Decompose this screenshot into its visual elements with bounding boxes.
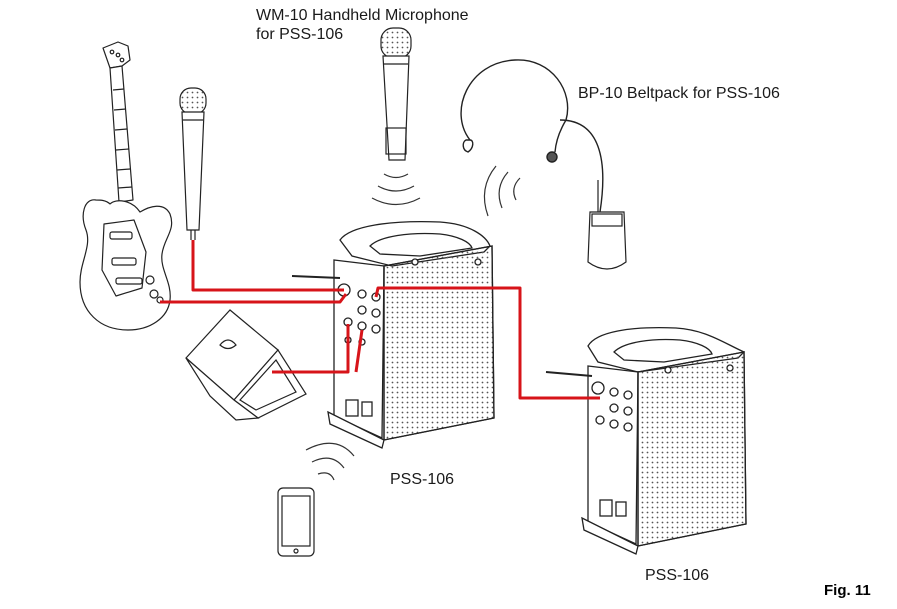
headset-microphone-icon — [460, 59, 604, 213]
speaker-icon — [545, 326, 747, 555]
speaker-main-label: PSS-106 — [390, 471, 455, 488]
audio-cables — [160, 240, 600, 400]
cable-laptop-to-speaker — [272, 324, 350, 374]
beltpack-transmitter-icon — [587, 180, 627, 270]
bp10-label: BP-10 Beltpack for PSS-106 — [578, 85, 780, 102]
speaker-second-label: PSS-106 — [645, 567, 710, 584]
cable-guitar-to-speaker — [160, 293, 348, 304]
wireless-signal-icon — [483, 165, 521, 217]
laptop-icon — [185, 309, 307, 421]
wireless-microphone-icon — [380, 27, 412, 161]
speaker-icon — [291, 221, 495, 449]
wm10-label-line2: for PSS-106 — [256, 26, 344, 43]
wireless-signal-icon — [305, 442, 355, 481]
figure-caption: Fig. 11 — [824, 582, 871, 599]
wm10-label-line1: WM-10 Handheld Microphone — [256, 7, 469, 24]
electric-guitar-icon — [79, 41, 173, 331]
cable-mic-to-speaker — [191, 240, 344, 292]
cable-speaker-link — [374, 286, 600, 400]
wireless-signal-icon — [371, 173, 421, 206]
wired-microphone-icon — [179, 87, 207, 240]
smartphone-icon — [277, 487, 315, 557]
